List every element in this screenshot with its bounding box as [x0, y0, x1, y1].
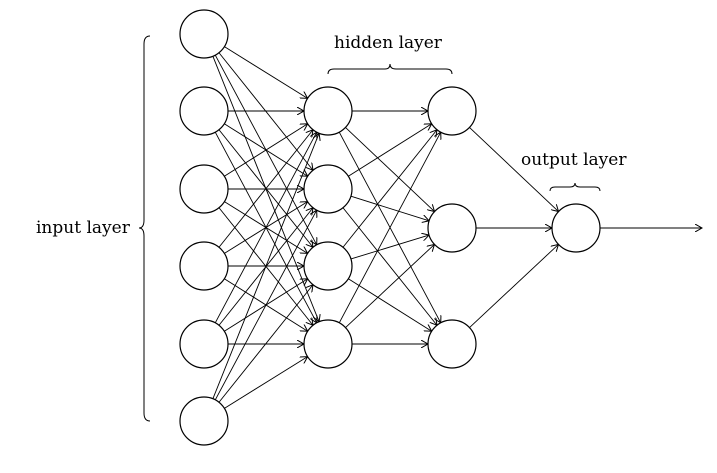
connection-input-1-to-hidden-1-2 [218, 52, 313, 171]
connection-hidden-1-2-to-hidden-2-2 [350, 195, 429, 221]
neuron-input-6 [179, 396, 229, 446]
output-layer-label: output layer [521, 150, 627, 170]
neuron-output-1 [551, 203, 601, 253]
connection-hidden-2-3-to-output-1 [469, 244, 559, 328]
neuron-hidden-1-2 [303, 164, 353, 214]
connection-input-4-to-hidden-1-1 [218, 130, 313, 248]
output-layer-brace [549, 182, 601, 192]
connection-hidden-1-2-to-hidden-2-3 [342, 207, 437, 326]
connection-hidden-1-1-to-hidden-2-2 [345, 127, 434, 211]
connection-input-6-to-hidden-1-3 [218, 285, 313, 403]
neuron-input-1 [179, 9, 229, 59]
neuron-hidden-2-1 [427, 86, 477, 136]
neuron-hidden-1-4 [303, 319, 353, 369]
neurons [179, 9, 601, 446]
connection-hidden-1-3-to-hidden-2-1 [342, 130, 437, 248]
connection-hidden-1-2-to-hidden-2-1 [348, 124, 431, 177]
connection-hidden-2-1-to-output-1 [469, 127, 558, 211]
connection-hidden-1-3-to-hidden-2-3 [348, 278, 431, 331]
neuron-input-5 [179, 319, 229, 369]
connection-hidden-1-3-to-hidden-2-2 [350, 235, 429, 260]
connection-input-6-to-hidden-1-2 [214, 210, 316, 401]
input-layer-label: input layer [36, 218, 131, 238]
hidden-layer-brace [327, 63, 453, 75]
connection-input-1-to-hidden-1-1 [224, 46, 307, 99]
neuron-hidden-1-3 [303, 241, 353, 291]
connection-hidden-1-4-to-hidden-2-2 [345, 244, 435, 328]
input-layer-brace [138, 35, 151, 422]
neuron-hidden-1-1 [303, 86, 353, 136]
neuron-input-4 [179, 241, 229, 291]
connection-input-6-to-hidden-1-4 [224, 357, 307, 409]
neuron-hidden-2-2 [427, 203, 477, 253]
connection-input-3-to-hidden-1-1 [224, 124, 307, 177]
neuron-hidden-2-3 [427, 319, 477, 369]
connection-input-5-to-hidden-1-1 [214, 132, 316, 324]
connections [212, 46, 702, 409]
neuron-input-2 [179, 86, 229, 136]
connection-hidden-1-4-to-hidden-2-1 [338, 132, 440, 324]
hidden-layer-label: hidden layer [334, 33, 443, 53]
neuron-input-3 [179, 164, 229, 214]
connection-input-6-to-hidden-1-1 [212, 133, 319, 399]
